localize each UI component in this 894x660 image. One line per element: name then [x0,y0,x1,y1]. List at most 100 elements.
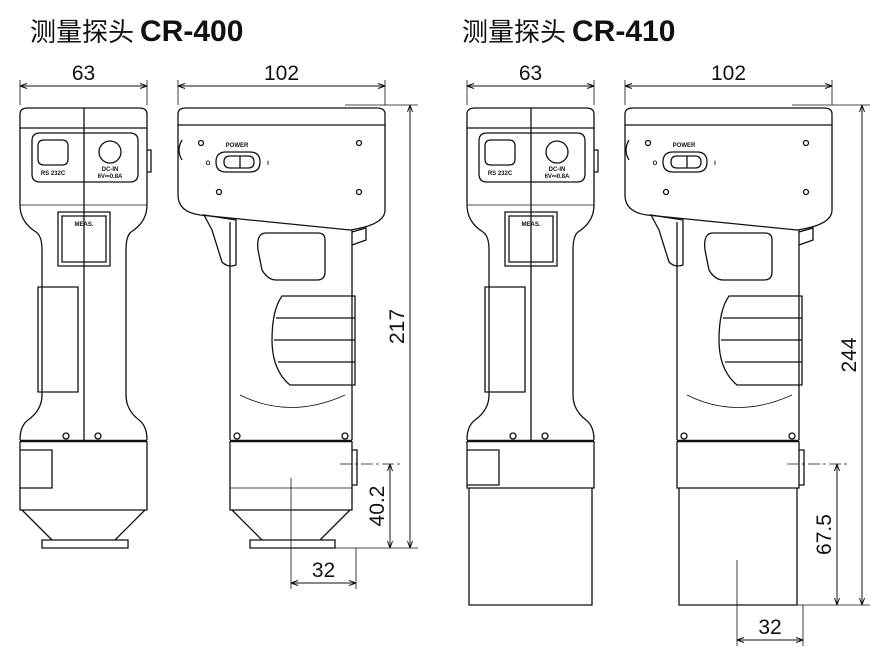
measuring-head [466,441,595,489]
screw-icon [233,432,241,440]
side-port [147,149,152,173]
arrowhead [795,637,804,643]
arrowhead [824,83,833,89]
extension-lines [466,80,833,105]
arrowhead [290,580,299,586]
arrowhead [387,540,393,549]
dim-width-label: 63 [519,62,542,85]
grip-window [257,232,326,281]
screw-icon [662,188,670,196]
grip-ribs [271,295,356,386]
grip-curve [686,394,793,408]
dim-height-label: 217 [386,309,409,344]
cone-side [231,509,351,541]
top-cap-side [624,107,833,126]
arrowhead [377,83,386,89]
top-cap-side [177,107,386,126]
rs232c-port-icon [484,139,516,166]
arrowhead [834,597,840,606]
body-outline [466,128,595,441]
arrowhead [139,83,148,89]
power-label: POWER [226,143,249,149]
side-button [625,139,630,161]
head-window [467,449,500,486]
power-off-label: O [653,161,658,167]
cylinder-tube [468,488,593,606]
rs232c-label: RS 232C [41,171,66,177]
screw-icon [802,188,810,196]
battery-cover [37,286,79,393]
top-cap [19,107,148,129]
screw-icon [644,139,652,147]
power-off-label: O [206,161,211,167]
screw-icon [215,188,223,196]
screw-icon [509,432,517,440]
arrowhead [736,637,745,643]
dim-height-label: 244 [838,337,861,372]
extension-lines [782,104,870,606]
grip-outline [229,222,367,440]
power-on-label: I [267,161,269,167]
cylinder-tube-side [678,488,798,606]
power-on-label: I [714,161,716,167]
arrowhead [586,83,595,89]
aperture-lines [736,560,804,646]
rs232c-port-icon [37,139,69,166]
dim-aperture-label: 32 [758,616,781,639]
trigger [202,214,237,267]
screw-icon [62,432,70,440]
screw-icon [355,188,363,196]
grip-outline [676,222,814,440]
dc-in-label: DC-IN [102,167,119,173]
side-port [594,149,599,173]
screw-icon [541,432,549,440]
dc-in-port-icon [98,140,122,164]
measuring-head-side [676,441,800,489]
grip-window [704,232,773,281]
screw-icon [94,432,102,440]
dim-head-height-label: 40.2 [366,486,389,527]
top-cap [466,107,595,129]
head-connector [799,449,805,486]
screw-icon [788,432,796,440]
dim-width-label: 63 [72,62,95,85]
meas-button [504,211,558,267]
body-side [624,125,833,231]
arrowhead [859,597,865,606]
arrowhead [19,83,28,89]
arrowhead [407,540,413,549]
side-button [178,139,183,161]
power-label: POWER [673,143,696,149]
aperture-lines [290,478,357,589]
dim-depth-label: 102 [711,62,746,85]
measuring-head [19,441,148,511]
connector-panel [478,132,586,183]
grip-ribs [718,295,803,386]
side-view: POWER O I [177,107,386,549]
head-connector [352,449,358,486]
screw-icon [355,139,363,147]
dc-in-label: DC-IN [549,167,566,173]
cone-base-side [249,539,336,549]
connector-panel [31,132,139,183]
arrowhead [407,104,413,113]
body-side [177,125,386,231]
extension-lines [19,80,386,105]
dim-aperture-label: 32 [312,559,335,582]
cone [21,509,146,541]
power-switch-outer [662,151,708,173]
dc-in-rating: 6V⎓0.8A [98,174,123,180]
arrowhead [624,83,633,89]
dc-in-port-icon [545,140,569,164]
power-switch [670,155,702,169]
meas-button [57,211,111,267]
trigger [649,214,684,267]
grip-curve [239,394,346,408]
